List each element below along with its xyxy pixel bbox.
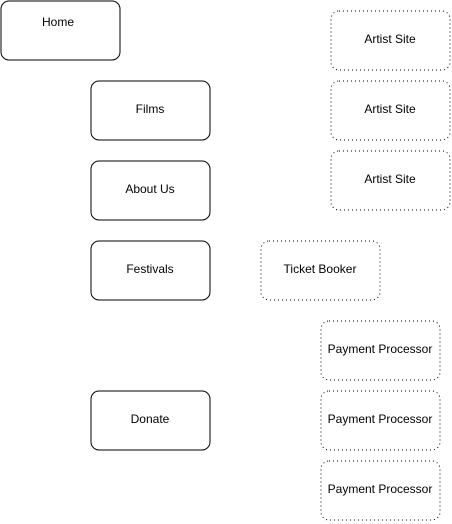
node-donate-label: Donate — [131, 412, 170, 426]
node-artist-site-1-box — [330, 10, 451, 71]
node-festivals[interactable]: Festivals — [90, 240, 211, 301]
node-artist-site-2[interactable]: Artist Site — [330, 80, 451, 141]
node-home-box — [0, 0, 121, 61]
node-about-us-label: About Us — [125, 182, 174, 196]
node-artist-site-2-box — [330, 80, 451, 141]
node-payment-processor-1-box — [320, 320, 441, 381]
node-payment-processor-3[interactable]: Payment Processor — [320, 460, 441, 521]
node-donate[interactable]: Donate — [90, 390, 211, 451]
node-payment-processor-1-label: Payment Processor — [328, 342, 433, 356]
node-home[interactable]: Home — [0, 0, 121, 61]
node-payment-processor-2-label: Payment Processor — [328, 412, 433, 426]
node-films[interactable]: Films — [90, 80, 211, 141]
node-artist-site-2-label: Artist Site — [364, 102, 416, 116]
node-donate-box — [90, 390, 211, 451]
node-artist-site-3-label: Artist Site — [364, 172, 416, 186]
node-ticket-booker-label: Ticket Booker — [284, 262, 357, 276]
node-ticket-booker-box — [260, 240, 381, 301]
node-payment-processor-3-label: Payment Processor — [328, 482, 433, 496]
node-payment-processor-2[interactable]: Payment Processor — [320, 390, 441, 451]
node-payment-processor-3-box — [320, 460, 441, 521]
node-films-box — [90, 80, 211, 141]
node-payment-processor-2-box — [320, 390, 441, 451]
node-payment-processor-1[interactable]: Payment Processor — [320, 320, 441, 381]
node-about-us-box — [90, 160, 211, 221]
node-home-label: Home — [42, 15, 74, 29]
node-artist-site-1-label: Artist Site — [364, 32, 416, 46]
node-ticket-booker[interactable]: Ticket Booker — [260, 240, 381, 301]
node-festivals-box — [90, 240, 211, 301]
node-festivals-label: Festivals — [126, 262, 173, 276]
node-artist-site-3-box — [330, 150, 451, 211]
node-films-label: Films — [136, 102, 165, 116]
node-artist-site-1[interactable]: Artist Site — [330, 10, 451, 71]
node-about-us[interactable]: About Us — [90, 160, 211, 221]
node-artist-site-3[interactable]: Artist Site — [330, 150, 451, 211]
